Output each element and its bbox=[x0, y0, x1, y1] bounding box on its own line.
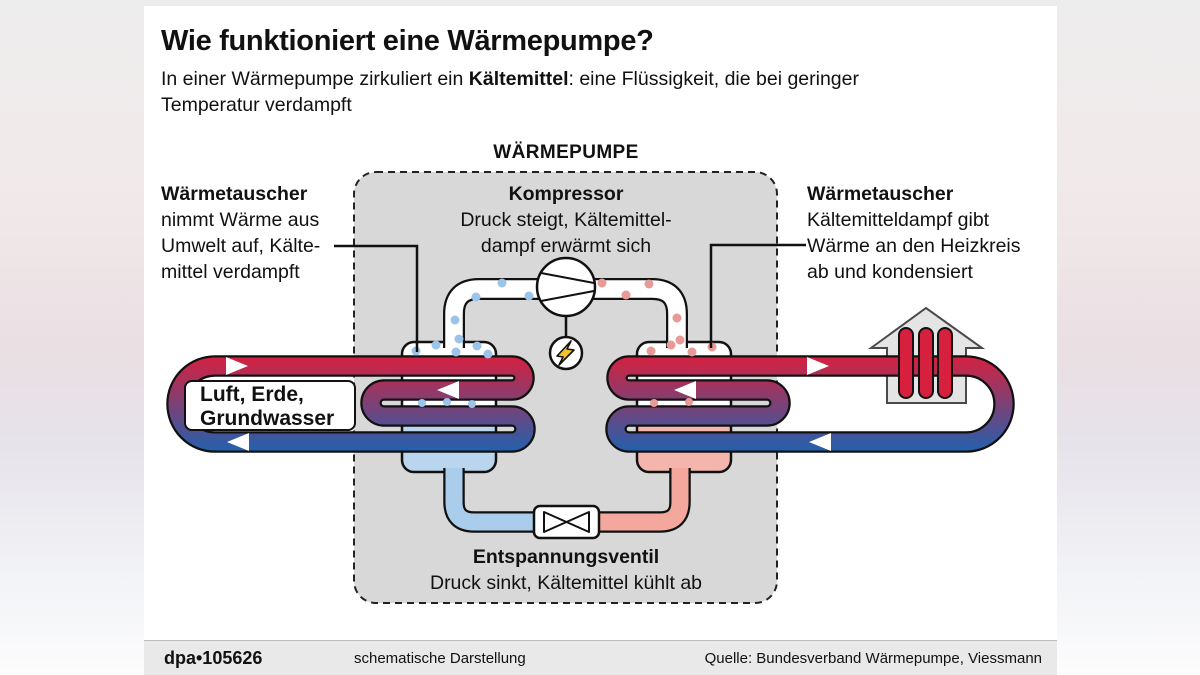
left-exchanger-label: Wärmetauscher nimmt Wärme aus Umwelt auf… bbox=[161, 181, 346, 285]
compressor-desc2: dampf erwärmt sich bbox=[480, 235, 652, 257]
footer-note: schematische Darstellung bbox=[354, 650, 526, 667]
heat-pump-heading: WÄRMEPUMPE bbox=[493, 142, 639, 163]
dpa-credit: dpa•105626 bbox=[164, 648, 263, 668]
left-exchanger-line2: Umwelt auf, Kälte- bbox=[161, 235, 321, 257]
expansion-valve-icon bbox=[532, 504, 601, 540]
radiator-icon bbox=[898, 327, 953, 399]
flow-arrows bbox=[226, 357, 831, 451]
footer-bar: dpa•105626 schematische Darstellung Quel… bbox=[144, 640, 1057, 675]
right-exchanger-label: Wärmetauscher Kältemitteldampf gibt Wärm… bbox=[807, 181, 1042, 285]
left-exchanger-title: Wärmetauscher bbox=[161, 183, 308, 205]
infographic-page: Wie funktioniert eine Wärmepumpe? In ein… bbox=[144, 0, 1057, 675]
subtitle-line2: Temperatur verdampft bbox=[161, 94, 352, 116]
source-media-line2: Grundwasser bbox=[200, 407, 335, 430]
left-exchanger-line3: mittel verdampft bbox=[161, 261, 300, 283]
compressor-desc1: Druck steigt, Kältemittel- bbox=[460, 209, 672, 231]
arrow-source-supply bbox=[226, 357, 248, 375]
arrow-source-return bbox=[227, 433, 249, 451]
right-exchanger-line3: ab und kondensiert bbox=[807, 261, 973, 283]
compressor-label: Kompressor Druck steigt, Kältemittel- da… bbox=[451, 181, 681, 259]
valve-title: Entspannungsventil bbox=[472, 546, 660, 568]
page-subtitle: In einer Wärmepumpe zirkuliert ein Kälte… bbox=[161, 66, 859, 118]
footer-source: Quelle: Bundesverband Wärmepumpe, Viessm… bbox=[704, 650, 1042, 667]
arrow-condenser-flow bbox=[674, 381, 696, 399]
source-loop-pipe bbox=[166, 355, 536, 453]
right-exchanger-line2: Wärme an den Heizkreis bbox=[807, 235, 1021, 257]
right-exchanger-title: Wärmetauscher bbox=[807, 183, 954, 205]
heat-pump-diagram bbox=[166, 171, 1015, 604]
valve-desc: Druck sinkt, Kältemittel kühlt ab bbox=[429, 572, 703, 594]
left-exchanger-line1: nimmt Wärme aus bbox=[161, 209, 320, 231]
subtitle-suffix: : eine Flüssigkeit, die bei geringer bbox=[568, 68, 860, 90]
subtitle-keyword: Kältemittel bbox=[468, 68, 569, 90]
arrow-heating-supply bbox=[807, 357, 829, 375]
top-strip bbox=[144, 0, 1057, 6]
valve-label: Entspannungsventil Druck sinkt, Kältemit… bbox=[406, 544, 726, 596]
source-media-line1: Luft, Erde, bbox=[200, 383, 304, 406]
lightning-icon bbox=[556, 340, 575, 366]
hot-vapor-dots bbox=[597, 278, 717, 407]
refrigerant-pipe-bottom bbox=[443, 468, 691, 533]
right-exchanger-line1: Kältemitteldampf gibt bbox=[807, 209, 990, 231]
heating-loop-pipe bbox=[605, 355, 1015, 453]
arrow-evaporator-flow bbox=[437, 381, 459, 399]
right-label-connector bbox=[709, 243, 806, 348]
compressor-icon bbox=[535, 256, 597, 371]
left-label-connector bbox=[334, 244, 419, 352]
cold-vapor-dots bbox=[411, 278, 534, 408]
arrow-heating-return bbox=[809, 433, 831, 451]
source-media-label: Luft, Erde, Grundwasser bbox=[184, 380, 356, 431]
compressor-title: Kompressor bbox=[508, 183, 624, 205]
subtitle-prefix: In einer Wärmepumpe zirkuliert ein bbox=[161, 68, 469, 90]
page-title: Wie funktioniert eine Wärmepumpe? bbox=[161, 25, 654, 57]
